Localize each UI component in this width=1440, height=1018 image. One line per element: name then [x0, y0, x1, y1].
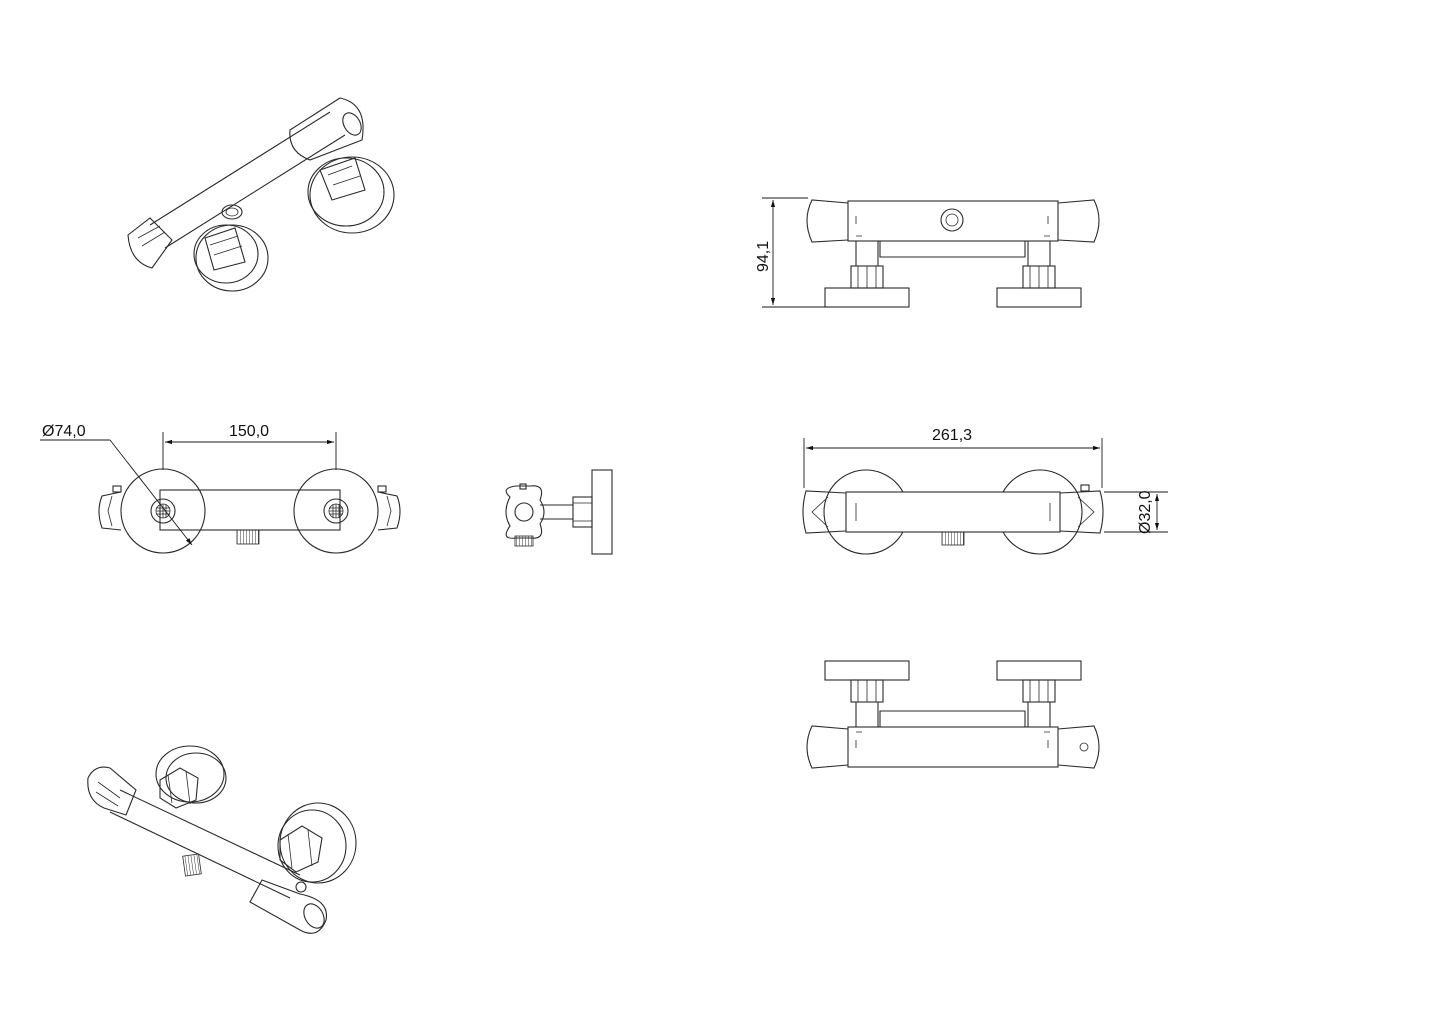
dimension-flange-diameter: Ø74,0: [40, 423, 193, 546]
side-view: [505, 469, 613, 555]
front-view: [98, 468, 401, 554]
dim-overall-length-label: 261,3: [932, 427, 972, 444]
dimension-body-diameter: Ø32,0: [1104, 490, 1168, 534]
dimension-overall-length: 261,3: [803, 427, 1103, 488]
dimension-height: 94,1: [755, 197, 828, 308]
dim-body-diameter-label: Ø32,0: [1137, 490, 1154, 534]
dimension-center-distance: 150,0: [162, 423, 337, 470]
isometric-view-top: [127, 97, 395, 292]
isometric-view-bottom: [87, 745, 357, 934]
dim-flange-diameter-label: Ø74,0: [42, 423, 86, 440]
front-view-right: [802, 469, 1104, 555]
bottom-view: [806, 660, 1100, 769]
top-view: [806, 199, 1100, 308]
dim-height-label: 94,1: [755, 241, 772, 272]
dim-center-distance-label: 150,0: [229, 423, 269, 440]
